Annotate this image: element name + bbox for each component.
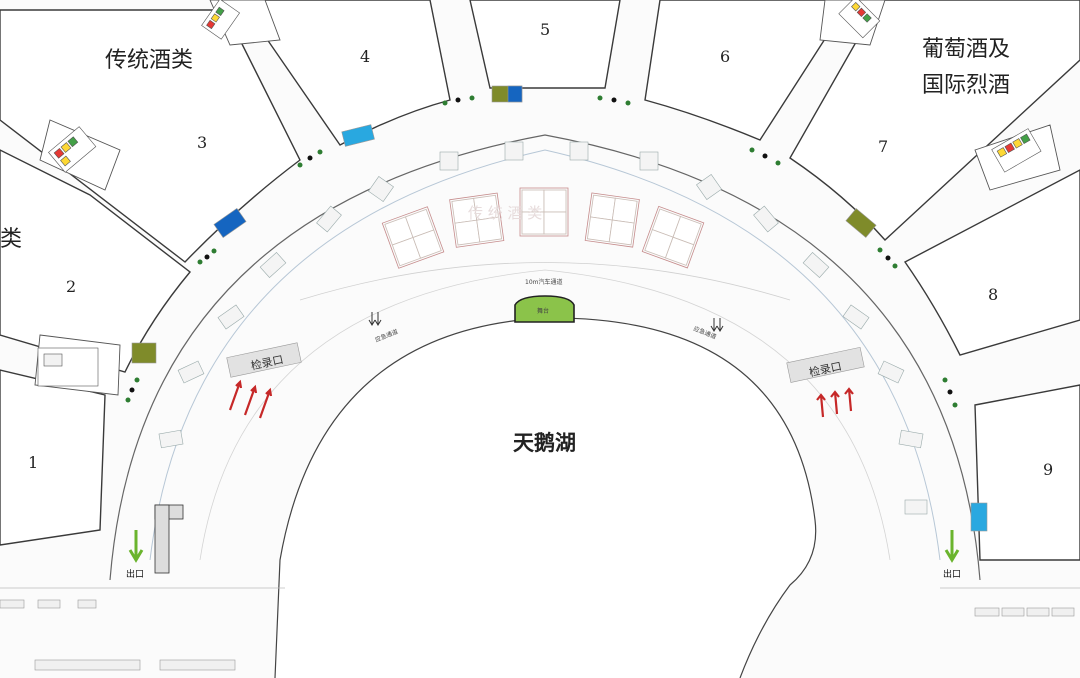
- hall-2-outline[interactable]: [0, 149, 192, 373]
- exit-left[interactable]: 出口: [126, 504, 184, 580]
- hall-number-5: 5: [540, 20, 550, 39]
- exit-label-left: 出口: [126, 568, 144, 580]
- entrance-dots: [125, 95, 958, 408]
- hall-1-outline[interactable]: [0, 369, 106, 546]
- hall-number-9: 9: [1043, 460, 1053, 479]
- bottom-strips: [0, 599, 1075, 671]
- emergency-lane-left: 应急通道: [368, 312, 399, 344]
- hall-number-1: 1: [28, 453, 38, 472]
- checkin-right[interactable]: 检录口: [786, 346, 865, 418]
- kiosk-blue-hall5[interactable]: [507, 85, 523, 103]
- booth-grid: 传 统 酒 类: [381, 187, 705, 269]
- hall-6-outline[interactable]: [644, 0, 851, 141]
- kiosk-cyan-hall4[interactable]: [341, 124, 375, 147]
- lake-outline[interactable]: [274, 317, 817, 678]
- hall-3-outline[interactable]: [0, 9, 301, 263]
- category-wine-line1: 葡萄酒及: [922, 37, 1010, 62]
- checkin-label-right: 检录口: [808, 359, 843, 380]
- hall-number-6: 6: [720, 47, 730, 66]
- center-watermark: 传 统 酒 类: [468, 204, 542, 222]
- category-wine-line2: 国际烈酒: [922, 73, 1010, 98]
- kiosk-cyan-hall9[interactable]: [970, 502, 988, 532]
- checkin-label-left: 检录口: [249, 352, 284, 373]
- hall-number-3: 3: [197, 133, 207, 152]
- planter-tiles: [158, 141, 928, 515]
- checkin-left[interactable]: 检录口: [226, 342, 302, 419]
- hall-5-outline[interactable]: [469, 0, 621, 89]
- road-label: 10m汽车通道: [525, 278, 562, 286]
- stage[interactable]: 舞台: [514, 295, 575, 323]
- category-partial-left: 类: [0, 227, 22, 252]
- hall-outlines: [0, 0, 1080, 561]
- emergency-label-left: 应急通道: [374, 327, 399, 343]
- hall-number-8: 8: [988, 285, 998, 304]
- kiosk-olive-hall7[interactable]: [845, 208, 877, 238]
- hall-number-7: 7: [878, 137, 888, 156]
- hall-7-outline[interactable]: [789, 0, 1080, 241]
- hall-number-4: 4: [360, 47, 370, 66]
- kiosks: [131, 85, 988, 532]
- hall-number-2: 2: [66, 277, 76, 296]
- category-traditional-liquor: 传统酒类: [105, 48, 193, 73]
- hall-booth-clusters: [37, 0, 1042, 387]
- kiosk-blue-hall3[interactable]: [213, 207, 247, 239]
- stage-label: 舞台: [537, 307, 549, 315]
- entry-arrows-left: [228, 379, 273, 419]
- entry-arrows-right: [816, 387, 854, 418]
- hall-9-outline[interactable]: [974, 384, 1080, 561]
- hall-8-outline[interactable]: [903, 169, 1080, 356]
- emergency-lane-right: 应急通道: [692, 318, 724, 341]
- lake-label: 天鹅湖: [513, 431, 576, 455]
- kiosk-olive-hall2[interactable]: [131, 342, 157, 364]
- exit-label-right: 出口: [943, 568, 961, 580]
- exit-right[interactable]: 出口: [943, 530, 961, 580]
